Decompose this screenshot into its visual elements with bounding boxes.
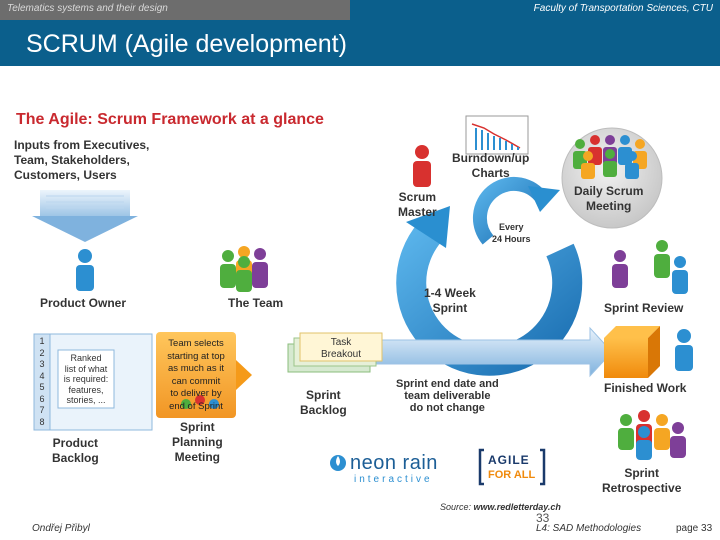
agile-text: AGILE: [488, 453, 530, 467]
team-icon: [220, 246, 268, 292]
header-left-bar: Telematics systems and their design: [0, 0, 350, 20]
backlog-numbers: 1 2 3 4 5 6 7 8: [34, 336, 50, 428]
daily-scrum-team-icon: [573, 135, 647, 179]
sprint-backlog-label: Sprint Backlog: [300, 388, 347, 418]
finished-work-person-icon: [675, 329, 693, 371]
sprint-end-label: Sprint end date and team deliverable do …: [396, 378, 499, 414]
sprint-review-icon: [612, 240, 688, 294]
task-breakout-label: Task Breakout: [300, 337, 382, 361]
author-name: Ondřej Přibyl: [32, 523, 90, 534]
scrum-master-label: Scrum Master: [398, 190, 437, 220]
course-title: Telematics systems and their design: [7, 3, 168, 14]
retrospective-label: Sprint Retrospective: [602, 466, 681, 496]
burndown-chart-icon: [466, 116, 528, 154]
retrospective-team-icon: [618, 410, 686, 460]
faculty-name: Faculty of Transportation Sciences, CTU: [534, 3, 713, 14]
finished-work-cube: [604, 326, 660, 378]
team-selects-text: Team selects starting at top as much as …: [156, 338, 236, 413]
ranked-list-text: Ranked list of what is required: feature…: [58, 353, 114, 406]
sprint-cycle-label: 1-4 Week Sprint: [424, 286, 476, 316]
framework-title: The Agile: Scrum Framework at a glance: [16, 112, 324, 127]
sprint-planning-label: Sprint Planning Meeting: [172, 420, 223, 465]
for-all-text: FOR ALL: [488, 469, 535, 481]
header-right-bar: Faculty of Transportation Sciences, CTU: [350, 0, 720, 20]
finished-work-label: Finished Work: [604, 381, 686, 396]
page-number: page 33: [676, 523, 712, 534]
scrum-master-icon: [413, 145, 431, 187]
burndown-label: Burndown/up Charts: [452, 151, 529, 181]
sprint-review-label: Sprint Review: [604, 301, 683, 316]
neon-rain-text: neon rain: [350, 452, 438, 475]
interactive-text: interactive: [354, 474, 433, 485]
slide-title: SCRUM (Agile development): [26, 30, 347, 59]
lecture-name: L4: SAD Methodologies: [536, 523, 641, 534]
inputs-arrow: [32, 190, 138, 242]
daily-scrum-label: Daily Scrum Meeting: [574, 184, 643, 214]
product-owner-icon: [76, 249, 94, 291]
inputs-label: Inputs from Executives, Team, Stakeholde…: [14, 138, 149, 183]
team-label: The Team: [228, 296, 283, 311]
product-owner-label: Product Owner: [40, 296, 126, 311]
source-prefix: Source:: [440, 502, 474, 512]
every-24-label: Every 24 Hours: [492, 221, 531, 245]
neon-rain-logo: [330, 455, 346, 471]
product-backlog-label: Product Backlog: [52, 436, 99, 466]
